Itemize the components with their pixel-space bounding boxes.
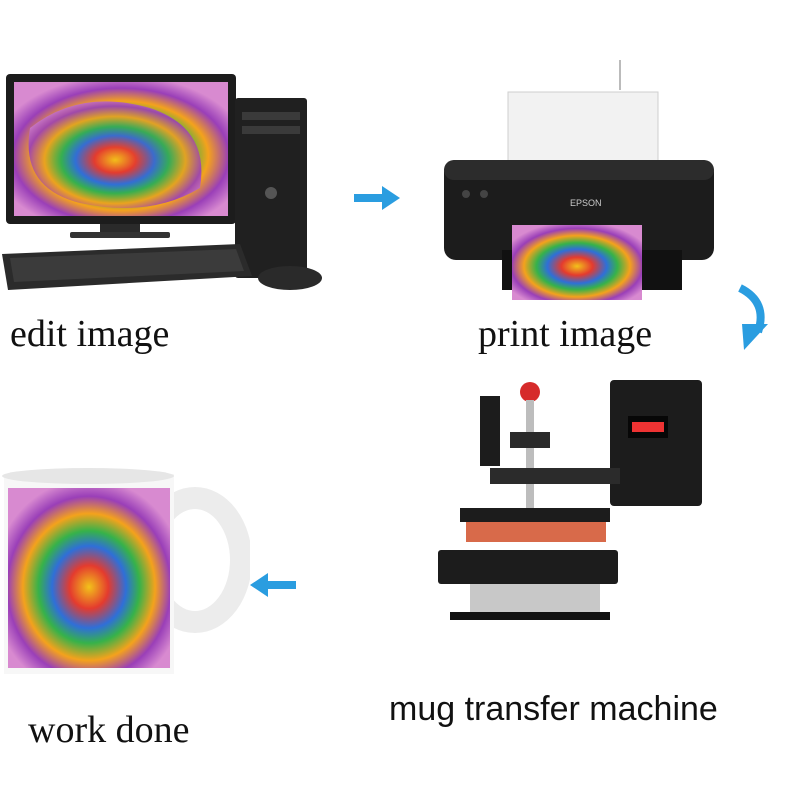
computer-illustration	[0, 68, 340, 293]
printer-brand-label: EPSON	[570, 198, 602, 208]
arrow-right-icon	[352, 183, 402, 213]
mug-illustration	[0, 468, 252, 680]
step-label-edit-image: edit image	[10, 313, 170, 355]
printer-illustration: EPSON	[438, 60, 718, 305]
arrow-curve-down-icon	[728, 284, 780, 356]
step-label-mug-transfer-machine: mug transfer machine	[389, 690, 718, 728]
mug-press-illustration	[430, 372, 715, 640]
step-label-print-image: print image	[478, 313, 653, 355]
step-label-work-done: work done	[28, 709, 190, 751]
arrow-left-icon	[248, 570, 298, 600]
